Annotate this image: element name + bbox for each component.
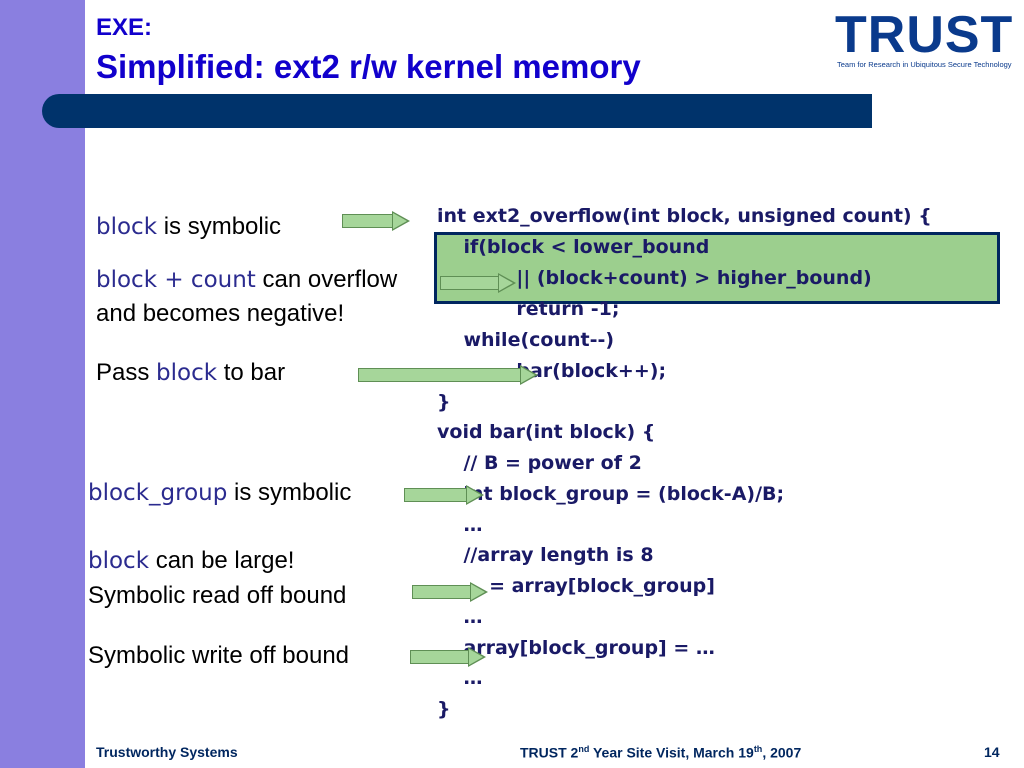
symbol-name: block xyxy=(96,214,158,240)
symbol-name: block + count xyxy=(96,267,256,293)
note-negative: and becomes negative! xyxy=(96,300,345,327)
note-text: can be large! xyxy=(149,547,295,574)
note-block-group-symbolic: block_group is symbolic xyxy=(88,476,351,510)
code-line: while(count--) xyxy=(437,329,615,351)
note-write-off-bound: Symbolic write off bound xyxy=(88,642,350,669)
footer-left: Trustworthy Systems xyxy=(96,744,238,760)
code-line: … xyxy=(437,667,483,689)
footer-text: , 2007 xyxy=(762,744,802,761)
note-block-large: block can be large! xyxy=(88,544,294,578)
symbol-name: block xyxy=(88,548,150,574)
note-block-symbolic: block is symbolic xyxy=(96,210,281,244)
code-line: } xyxy=(437,698,451,720)
symbol-name: block xyxy=(156,360,218,386)
note-text: Pass xyxy=(96,359,157,386)
code-line: || (block+count) > higher_bound) xyxy=(437,267,872,289)
note-text: to bar xyxy=(217,359,286,386)
note-text: is symbolic xyxy=(157,213,282,240)
footer-sup: nd xyxy=(578,744,590,754)
code-line: void bar(int block) { xyxy=(437,421,656,443)
code-line: … xyxy=(437,514,483,536)
logo-wordmark: TRUST xyxy=(835,6,1014,64)
bounds-check-highlight xyxy=(434,232,1000,304)
footer-text: TRUST 2 xyxy=(520,744,579,761)
left-decorative-band xyxy=(0,0,85,768)
arrow-icon xyxy=(412,582,488,602)
code-line: int ext2_overflow(int block, unsigned co… xyxy=(437,205,932,227)
code-line: int block_group = (block-A)/B; xyxy=(437,483,785,505)
arrow-icon xyxy=(358,365,538,385)
code-line: … xyxy=(437,606,483,628)
footer-sup: th xyxy=(753,744,763,754)
note-text: can overflow xyxy=(255,266,398,293)
code-line: … = array[block_group] xyxy=(437,575,715,597)
note-read-off-bound: Symbolic read off bound xyxy=(88,582,347,609)
code-line: array[block_group] = … xyxy=(437,637,715,659)
title-underline-bar xyxy=(42,94,872,128)
trust-logo: TRUST Team for Research in Ubiquitous Se… xyxy=(833,6,1014,70)
slide-title: Simplified: ext2 r/w kernel memory xyxy=(96,48,641,85)
footer-text: Year Site Visit, March 19 xyxy=(589,744,754,761)
code-line: if(block < lower_bound xyxy=(437,236,710,258)
code-line: } xyxy=(437,391,451,413)
page-number: 14 xyxy=(984,744,1000,760)
code-line: bar(block++); xyxy=(437,360,667,382)
code-line: // B = power of 2 xyxy=(437,452,642,474)
note-overflow: block + count can overflow xyxy=(96,263,397,297)
symbol-name: block_group xyxy=(88,480,228,506)
arrow-icon xyxy=(410,647,486,667)
arrow-icon xyxy=(404,485,484,505)
logo-tagline: Team for Research in Ubiquitous Secure T… xyxy=(837,60,1012,69)
slide-kicker: EXE: xyxy=(96,14,153,41)
arrow-icon xyxy=(440,273,516,293)
arrow-icon xyxy=(342,211,410,231)
footer-center: TRUST 2nd Year Site Visit, March 19th, 2… xyxy=(520,744,801,761)
note-text: is symbolic xyxy=(227,479,352,506)
note-pass-block: Pass block to bar xyxy=(96,356,285,390)
code-line: return -1; xyxy=(437,298,620,320)
code-line: //array length is 8 xyxy=(437,544,654,566)
